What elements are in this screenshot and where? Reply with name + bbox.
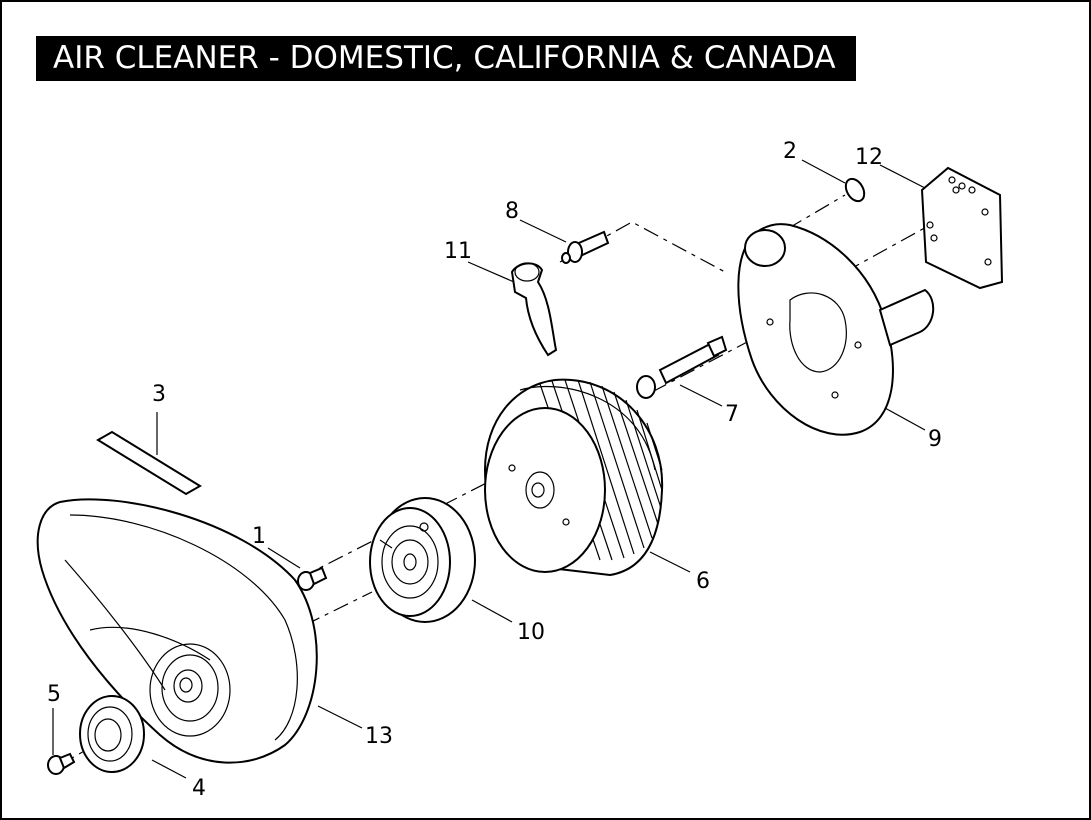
breather-tube [510,262,558,357]
trim-medallion [79,695,145,773]
decal-strip [96,430,202,496]
callout-10: 10 [517,620,545,645]
callout-labels: 1 2 3 4 5 6 7 8 9 10 11 12 13 [47,139,942,801]
callout-2: 2 [783,139,797,164]
callout-6: 6 [696,569,710,594]
callout-11: 11 [444,239,472,264]
gasket [920,166,1004,290]
callout-3: 3 [152,382,166,407]
o-ring [844,177,866,203]
breather-bolt [561,230,610,264]
callout-13: 13 [365,724,393,749]
callout-8: 8 [505,199,519,224]
callout-5: 5 [47,682,61,707]
medallion-screw [47,752,76,775]
mounting-stud [636,335,728,399]
callout-12: 12 [855,145,883,170]
filter-hub [369,497,476,623]
air-cleaner-cover [36,498,318,764]
callout-1: 1 [252,524,266,549]
filter-element [483,378,664,577]
callout-4: 4 [192,776,206,801]
backplate [737,223,935,436]
callout-9: 9 [928,427,942,452]
cover-screw [297,566,328,591]
diagram-title: AIR CLEANER - DOMESTIC, CALIFORNIA & CAN… [36,36,856,81]
callout-7: 7 [725,402,739,427]
leader-lines [52,159,926,779]
